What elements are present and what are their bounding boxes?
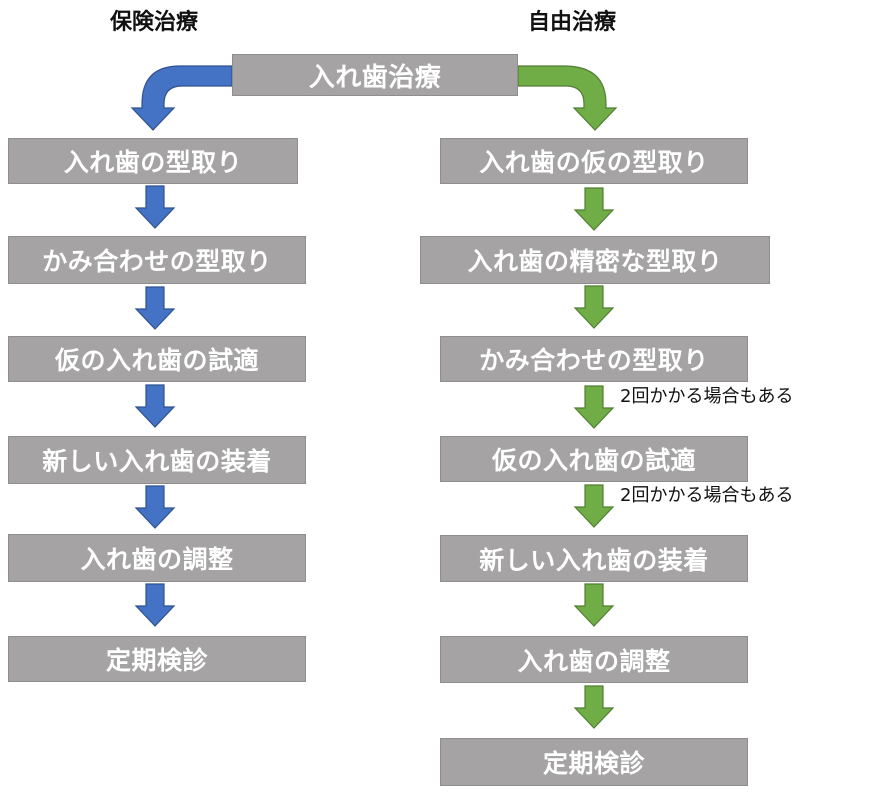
repeat-note-2: 2回かかる場合もある: [620, 485, 794, 506]
insurance-step-6: 定期検診: [8, 636, 306, 682]
insurance-step-arrows: [134, 185, 176, 627]
insurance-step-1: 入れ歯の型取り: [8, 138, 298, 184]
private-arrow-5: [573, 583, 615, 627]
private-arrow-4: [573, 484, 615, 528]
private-step-1: 入れ歯の仮の型取り: [440, 138, 748, 184]
private-arrow-6: [573, 685, 615, 729]
insurance-arrow-3: [134, 384, 176, 428]
private-heading: 自由治療: [528, 10, 617, 35]
insurance-arrow-5: [134, 583, 176, 627]
insurance-step-4: 新しい入れ歯の装着: [8, 436, 306, 484]
private-step-4: 仮の入れ歯の試適: [440, 436, 748, 482]
insurance-step-5: 入れ歯の調整: [8, 534, 306, 582]
private-step-3: かみ合わせの型取り: [440, 336, 748, 382]
private-step-6: 入れ歯の調整: [440, 636, 748, 683]
insurance-step-2: かみ合わせの型取り: [8, 236, 306, 284]
repeat-note-1: 2回かかる場合もある: [620, 386, 794, 407]
private-arrow-3: [573, 385, 615, 429]
insurance-arrow-2: [134, 286, 176, 330]
private-step-7: 定期検診: [440, 738, 748, 786]
insurance-arrow-1: [134, 185, 176, 229]
private-arrow-1: [573, 187, 615, 231]
insurance-branch-arrow: [130, 65, 233, 131]
private-branch-arrow: [517, 65, 618, 131]
private-step-2: 入れ歯の精密な型取り: [420, 236, 770, 284]
insurance-step-3: 仮の入れ歯の試適: [8, 336, 306, 382]
root-box: 入れ歯治療: [232, 54, 518, 96]
insurance-heading: 保険治療: [110, 10, 199, 35]
private-step-arrows: [573, 187, 615, 729]
private-arrow-2: [573, 285, 615, 329]
private-step-5: 新しい入れ歯の装着: [440, 535, 748, 582]
insurance-arrow-4: [134, 485, 176, 529]
